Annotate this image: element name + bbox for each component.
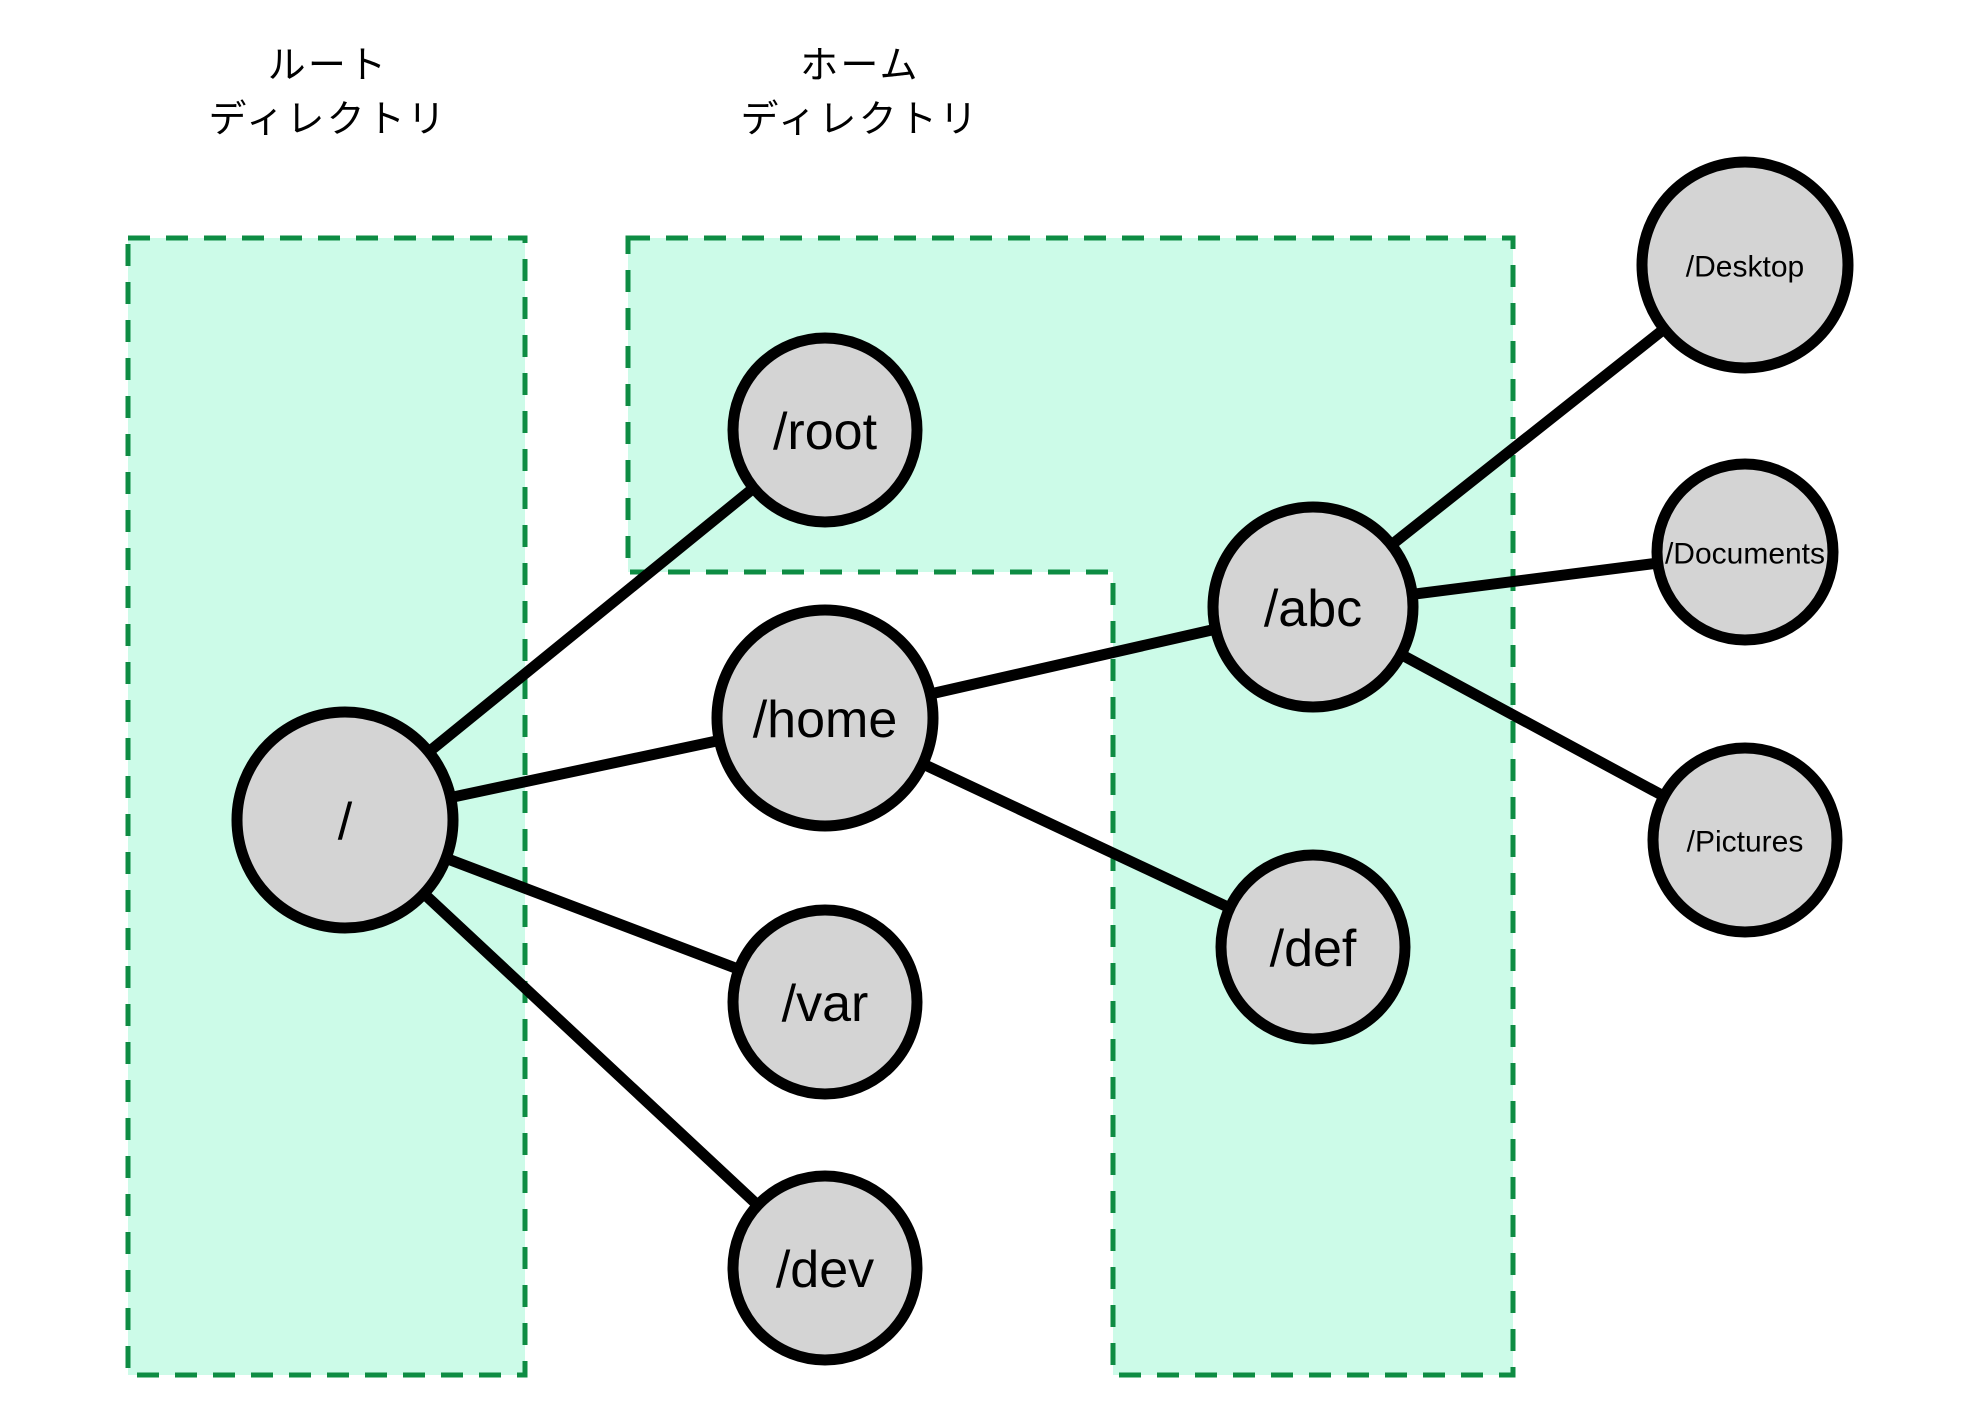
nodes-layer: / /root/home/var/dev/abc/def/Desktop/Docu… (231, 156, 1854, 1366)
node-pictures-circle[interactable] (1647, 742, 1843, 938)
node-pictures[interactable]: /Pictures (1647, 742, 1843, 938)
node-home-label: /home (753, 691, 898, 749)
node-documents-circle[interactable] (1651, 458, 1839, 646)
node-slashroot-circle[interactable] (727, 332, 923, 528)
node-root[interactable]: / (231, 706, 459, 934)
node-def-circle[interactable] (1215, 849, 1411, 1045)
root-directory-caption: ルート ディレクトリ (208, 45, 448, 141)
node-home-circle[interactable] (711, 604, 939, 832)
node-root-label: / (338, 793, 353, 851)
node-slashroot-label: /root (773, 403, 878, 461)
node-abc[interactable]: /abc (1207, 501, 1419, 713)
node-abc-circle[interactable] (1207, 501, 1419, 713)
node-slashroot[interactable]: /root (727, 332, 923, 528)
node-def[interactable]: /def (1215, 849, 1411, 1045)
node-dev[interactable]: /dev (727, 1170, 923, 1366)
node-documents-label: /Documents (1665, 538, 1825, 571)
node-var-circle[interactable] (727, 904, 923, 1100)
home-directory-caption: ホーム ディレクトリ (740, 45, 980, 141)
node-var[interactable]: /var (727, 904, 923, 1100)
node-home[interactable]: /home (711, 604, 939, 832)
node-var-label: /var (782, 975, 869, 1033)
node-pictures-label: /Pictures (1687, 826, 1804, 859)
home-directory-region-dashed-border (625, 235, 1516, 1378)
node-def-label: /def (1270, 920, 1357, 978)
node-root-circle[interactable] (231, 706, 459, 934)
node-documents[interactable]: /Documents (1651, 458, 1839, 646)
node-desktop[interactable]: /Desktop (1636, 156, 1854, 374)
node-dev-circle[interactable] (727, 1170, 923, 1366)
node-dev-label: /dev (776, 1241, 874, 1299)
root-directory-region-dashed-border (125, 235, 528, 1378)
node-abc-label: /abc (1264, 580, 1362, 638)
node-desktop-label: /Desktop (1686, 251, 1804, 284)
node-desktop-circle[interactable] (1636, 156, 1854, 374)
